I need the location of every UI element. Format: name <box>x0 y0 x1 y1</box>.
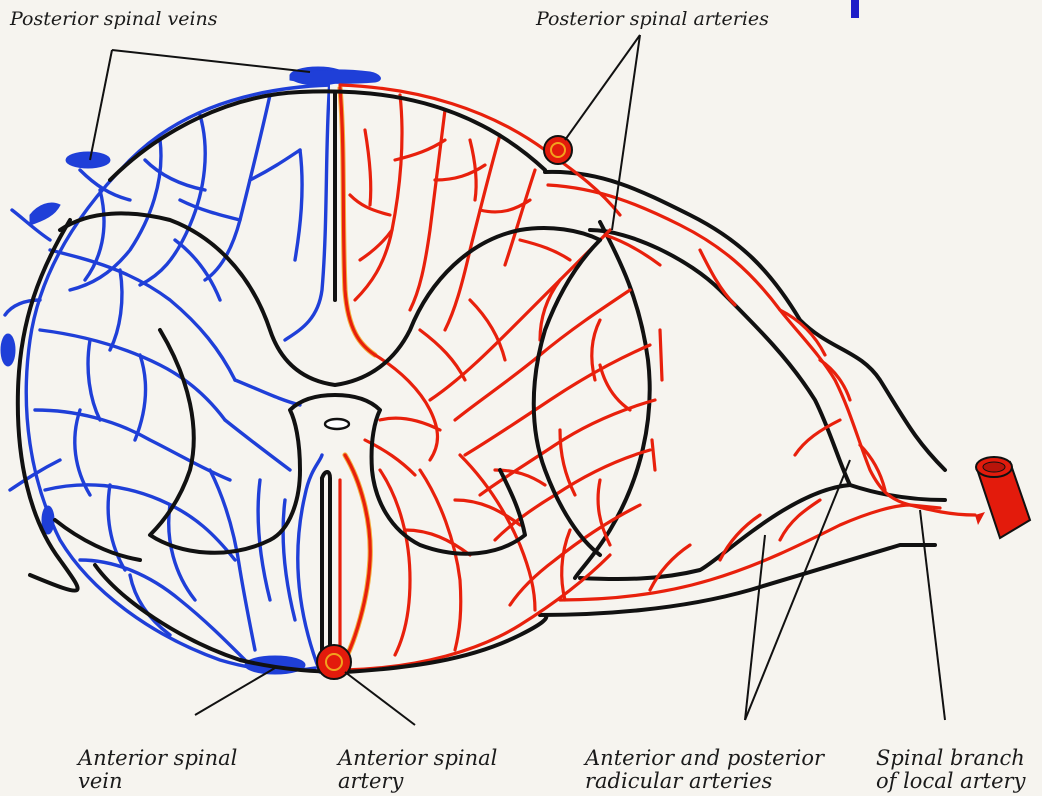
label-spinal-branch-line2: of local artery <box>876 768 1025 794</box>
leader-lines <box>90 35 945 725</box>
label-anterior-spinal-artery-line2: artery <box>338 768 403 794</box>
corner-mark <box>851 0 859 18</box>
local-artery-vessel <box>975 457 1030 538</box>
label-anterior-spinal-vein-line2: vein <box>78 768 123 794</box>
posterior-spinal-artery-circle <box>544 136 572 164</box>
label-radicular-arteries-line2: radicular arteries <box>585 768 772 794</box>
label-posterior-spinal-veins: Posterior spinal veins <box>10 6 218 32</box>
spinal-cord-outline <box>18 91 600 672</box>
label-posterior-spinal-arteries: Posterior spinal arteries <box>536 6 769 32</box>
